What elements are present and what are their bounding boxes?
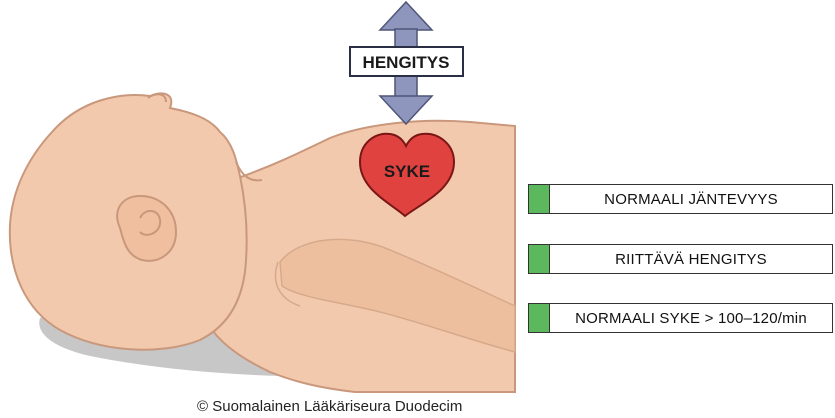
ear-inner (139, 209, 162, 236)
breathing-label-box (349, 46, 464, 77)
status-indicator (529, 185, 550, 213)
status-row-heart-rate: NORMAALI SYKE > 100–120/min (528, 303, 833, 333)
breathing-arrow (378, 0, 434, 126)
status-indicator (529, 304, 550, 332)
status-label-heart-rate: NORMAALI SYKE > 100–120/min (575, 309, 807, 327)
nose (147, 93, 167, 103)
arrow-shaft-upper (394, 28, 418, 48)
armpit-line (274, 261, 301, 307)
status-label-tone: NORMAALI JÄNTEVYYS (604, 190, 778, 208)
heart-icon (358, 132, 456, 218)
heart-label: SYKE (384, 162, 430, 181)
status-label-breathing: RIITTÄVÄ HENGITYS (615, 250, 767, 268)
status-row-breathing: RIITTÄVÄ HENGITYS (528, 244, 833, 274)
arm (279, 238, 516, 353)
status-indicator (529, 245, 550, 273)
arrow-shaft-lower (394, 75, 418, 99)
ear (116, 194, 178, 262)
breathing-label: HENGITYS (363, 53, 450, 72)
arrow-down-head (378, 95, 434, 126)
copyright-notice: © Suomalainen Lääkäriseura Duodecim (197, 398, 463, 415)
chin (235, 161, 263, 182)
arrow-up-head (378, 0, 434, 31)
status-row-tone: NORMAALI JÄNTEVYYS (528, 184, 833, 214)
